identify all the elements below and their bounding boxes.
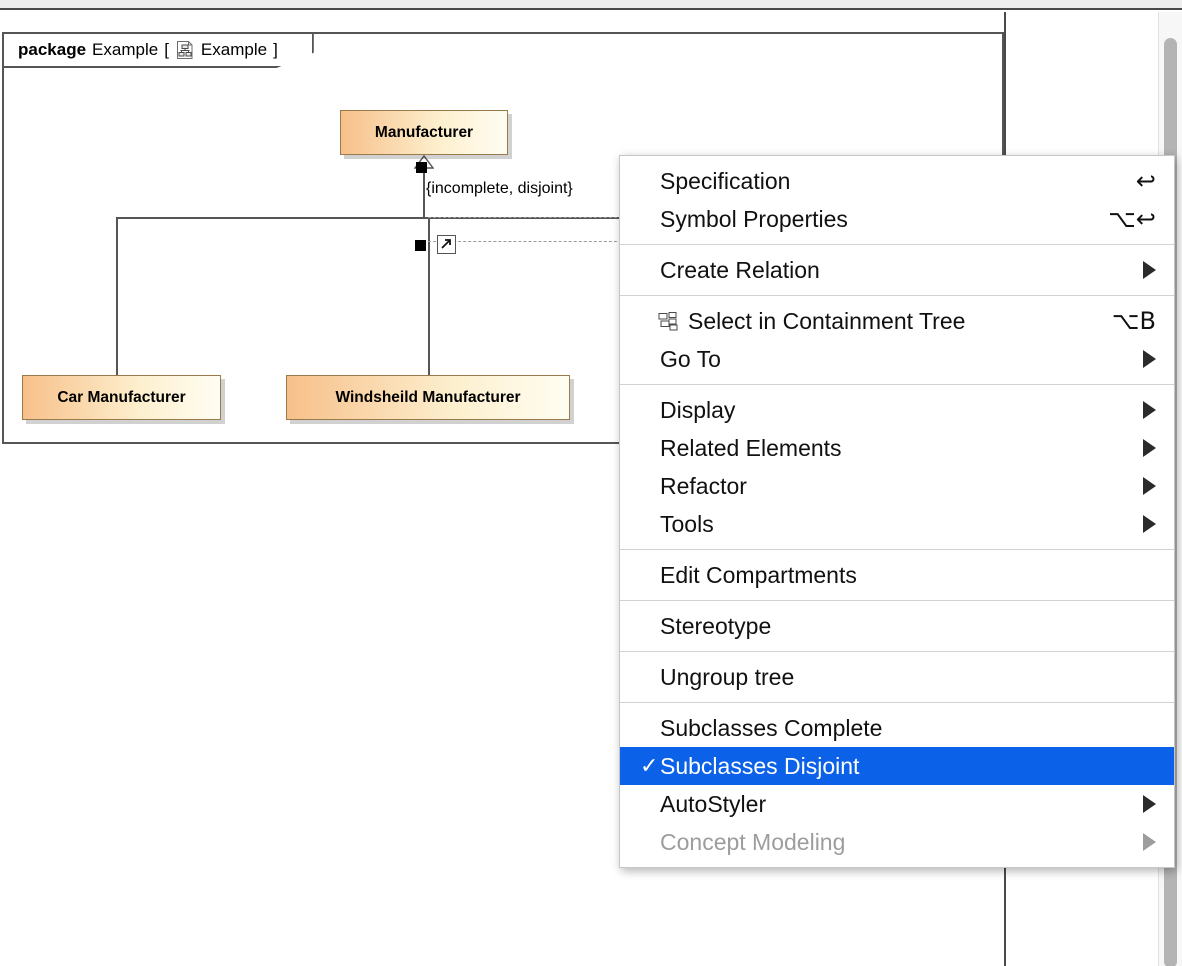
menu-item-label: Stereotype: [660, 612, 772, 639]
menu-item-label: Ungroup tree: [660, 663, 795, 690]
submenu-arrow-icon: [1143, 477, 1156, 495]
class-box-windsheild-manufacturer[interactable]: Windsheild Manufacturer: [286, 375, 570, 420]
menu-item-subclasses-disjoint[interactable]: ✓Subclasses Disjoint: [620, 747, 1174, 785]
submenu-arrow-icon: [1143, 261, 1156, 279]
menu-item-subclasses-complete[interactable]: Subclasses Complete: [620, 709, 1174, 747]
menu-item-related-elements[interactable]: Related Elements: [620, 429, 1174, 467]
menu-item-go-to[interactable]: Go To: [620, 340, 1174, 378]
menu-item-label: Refactor: [660, 472, 747, 499]
menu-item-display[interactable]: Display: [620, 391, 1174, 429]
open-element-icon[interactable]: [437, 235, 456, 254]
menu-item-shortcut: ↩: [1135, 167, 1156, 195]
menu-separator: [620, 295, 1174, 296]
menu-item-create-relation[interactable]: Create Relation: [620, 251, 1174, 289]
submenu-arrow-icon: [1143, 515, 1156, 533]
window-top-strip: [0, 0, 1182, 10]
generalization-line-trunk: [423, 166, 425, 218]
submenu-arrow-icon: [1143, 401, 1156, 419]
package-header-tab[interactable]: package Example [ Example ]: [4, 34, 314, 68]
class-box-manufacturer[interactable]: Manufacturer: [340, 110, 508, 155]
menu-item-shortcut: ⌥↩: [1108, 205, 1156, 233]
menu-item-label: Subclasses Disjoint: [660, 752, 860, 779]
menu-item-edit-compartments[interactable]: Edit Compartments: [620, 556, 1174, 594]
menu-item-label: Tools: [660, 510, 714, 537]
menu-separator: [620, 244, 1174, 245]
package-diagram-icon: [175, 40, 195, 60]
menu-item-label: Select in Containment Tree: [688, 307, 966, 334]
menu-item-label: Specification: [660, 167, 791, 194]
menu-item-specification[interactable]: Specification ↩: [620, 162, 1174, 200]
menu-item-concept-modeling: Concept Modeling: [620, 823, 1174, 861]
submenu-arrow-icon: [1143, 439, 1156, 457]
submenu-arrow-icon: [1143, 833, 1156, 851]
menu-separator: [620, 600, 1174, 601]
package-keyword: package: [18, 40, 87, 59]
menu-item-ungroup-tree[interactable]: Ungroup tree: [620, 658, 1174, 696]
menu-item-autostyler[interactable]: AutoStyler: [620, 785, 1174, 823]
menu-item-refactor[interactable]: Refactor: [620, 467, 1174, 505]
menu-item-label: Related Elements: [660, 434, 842, 461]
class-name-label: Windsheild Manufacturer: [335, 388, 521, 406]
menu-item-label: Go To: [660, 345, 721, 372]
menu-item-label: AutoStyler: [660, 790, 767, 817]
menu-separator: [620, 549, 1174, 550]
generalization-line-car: [116, 217, 118, 375]
menu-separator: [620, 384, 1174, 385]
menu-item-stereotype[interactable]: Stereotype: [620, 607, 1174, 645]
menu-item-label: Create Relation: [660, 256, 820, 283]
class-name-label: Manufacturer: [374, 123, 474, 141]
diagram-label: Example: [200, 40, 268, 59]
menu-item-label: Subclasses Complete: [660, 714, 883, 741]
menu-item-shortcut: ⌥B: [1111, 307, 1156, 335]
generalization-line-windsheild: [428, 217, 430, 375]
generalization-set-constraint: {incomplete, disjoint}: [426, 180, 573, 197]
submenu-arrow-icon: [1143, 350, 1156, 368]
menu-item-label: Edit Compartments: [660, 561, 857, 588]
selection-handle-top[interactable]: [416, 162, 427, 173]
menu-separator: [620, 702, 1174, 703]
selection-handle-mid[interactable]: [415, 240, 426, 251]
menu-item-label: Concept Modeling: [660, 828, 846, 855]
bracket-open: [: [164, 40, 169, 59]
class-box-car-manufacturer[interactable]: Car Manufacturer: [22, 375, 221, 420]
generalization-line-bus: [116, 217, 636, 219]
menu-separator: [620, 651, 1174, 652]
class-name-label: Car Manufacturer: [57, 388, 186, 406]
package-name: Example: [92, 40, 159, 59]
menu-item-label: Symbol Properties: [660, 205, 848, 232]
context-menu[interactable]: Specification ↩ Symbol Properties ⌥↩ Create …: [619, 155, 1175, 868]
menu-item-tools[interactable]: Tools: [620, 505, 1174, 543]
submenu-arrow-icon: [1143, 795, 1156, 813]
menu-item-label: Display: [660, 396, 736, 423]
containment-tree-icon: [658, 311, 680, 331]
menu-item-symbol-properties[interactable]: Symbol Properties ⌥↩: [620, 200, 1174, 238]
bracket-close: ]: [273, 40, 278, 59]
menu-item-select-in-containment-tree[interactable]: Select in Containment Tree ⌥B: [620, 302, 1174, 340]
check-icon: ✓: [640, 753, 659, 778]
